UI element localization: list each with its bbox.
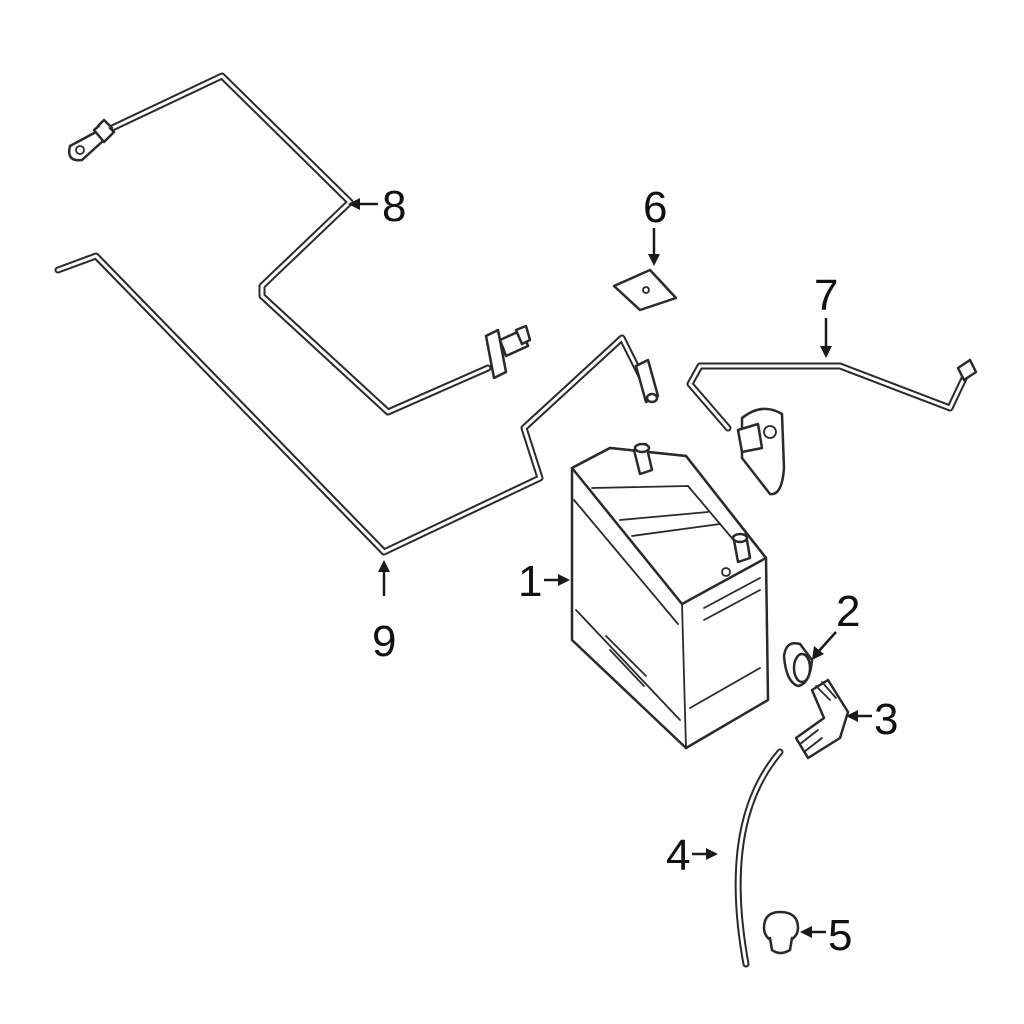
part-6-plate [612,268,678,312]
part-5-grommet [762,910,800,955]
part-1-battery [570,442,770,750]
part-8-cable [68,72,532,416]
callout-3: 3 [874,695,898,744]
callout-2: 2 [836,587,860,636]
part-7-cable [686,358,978,496]
callout-9: 9 [372,617,396,666]
callout-6: 6 [643,183,667,232]
part-2-cap [782,642,814,688]
callout-1: 1 [518,557,542,606]
leader-lines [348,198,872,938]
callout-5: 5 [828,911,852,960]
part-3-elbow [794,678,850,760]
part-9-cable [54,252,660,556]
callout-7: 7 [814,271,838,320]
callout-8: 8 [382,182,406,231]
callout-4: 4 [666,831,690,880]
part-4-hose [734,748,784,968]
